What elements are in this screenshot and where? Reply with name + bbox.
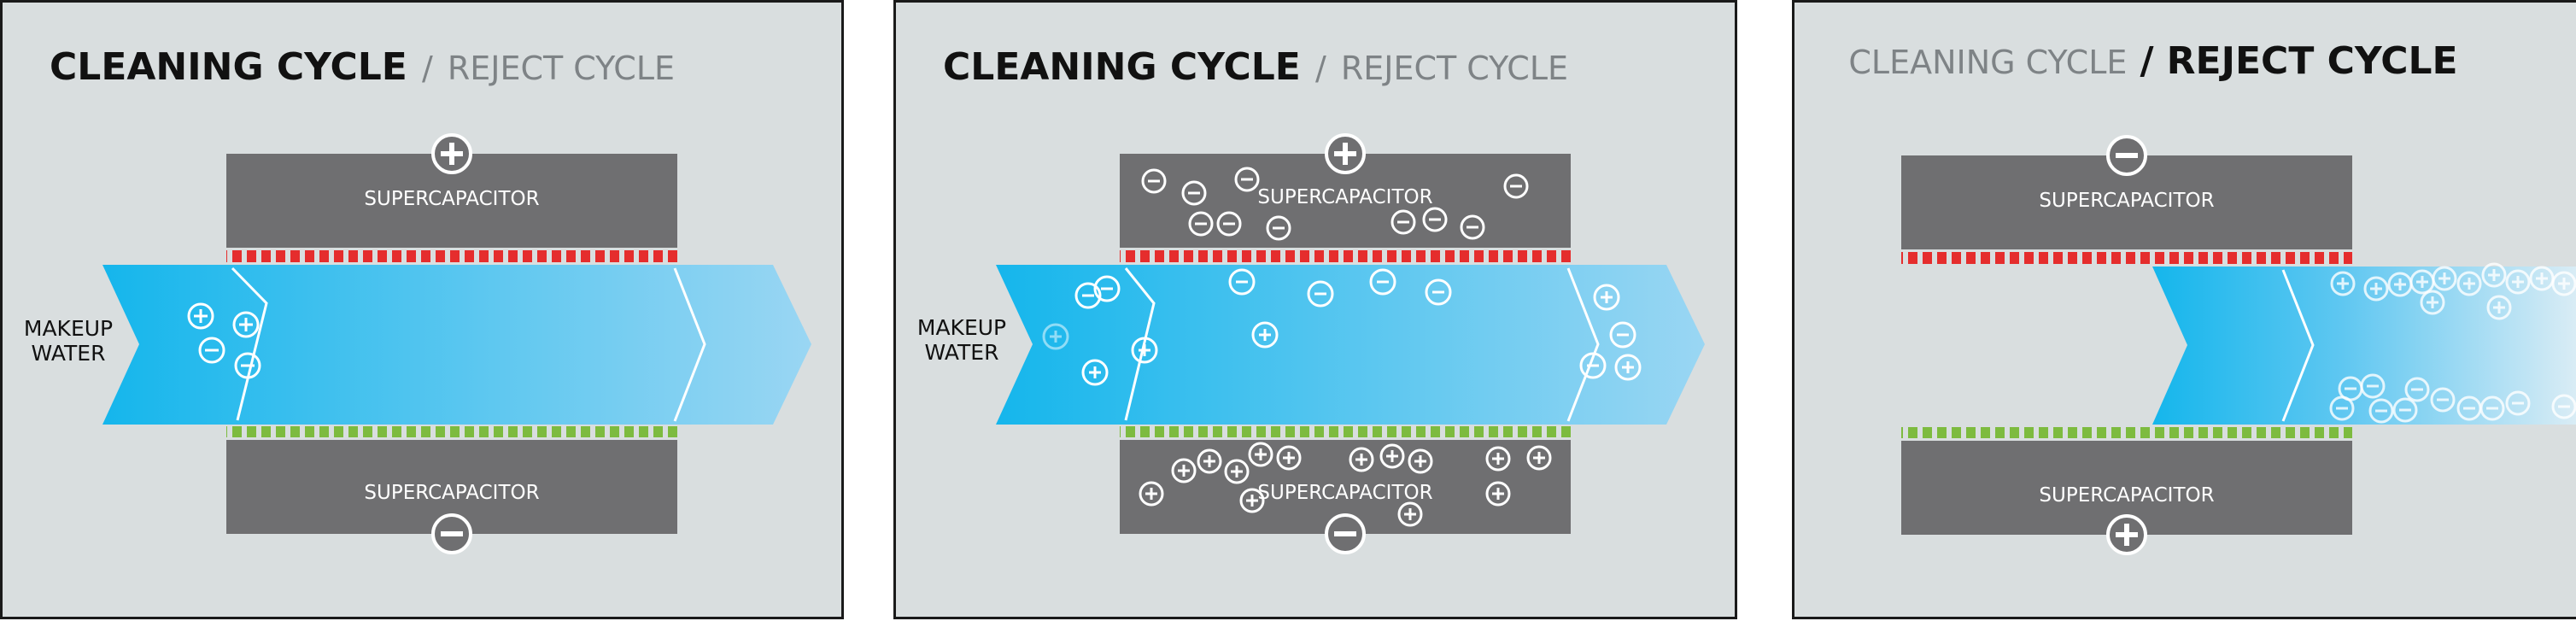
water-flow — [996, 265, 1705, 425]
ions-in-water — [1042, 268, 1642, 386]
bottom-supercapacitor-label: SUPERCAPACITOR — [364, 482, 539, 504]
top-supercapacitor-label: SUPERCAPACITOR — [1257, 186, 1432, 208]
flow-chevron — [673, 267, 706, 422]
water-flow — [102, 265, 811, 425]
green-electrode-strip — [1901, 427, 2352, 438]
water-flow — [2152, 267, 2576, 425]
flow-chevron — [1566, 267, 1600, 422]
inlet-label-line-2: WATER — [32, 341, 106, 366]
flow-front — [1124, 267, 1156, 421]
flow-front — [231, 267, 268, 421]
bottom-supercapacitor-label: SUPERCAPACITOR — [1257, 482, 1432, 504]
plus-icon — [2106, 514, 2147, 555]
inlet-label-line-2: WATER — [925, 340, 999, 365]
panel-title: CLEANING CYCLE / REJECT CYCLE — [50, 45, 675, 89]
ion-cluster — [187, 302, 261, 379]
cleaning-cycle-diagram: CLEANING CYCLE / REJECT CYCLE SUPERCAPAC… — [0, 0, 844, 619]
adsorbed-anions — [1141, 167, 1529, 241]
reject-cycle-diagram: CLEANING CYCLE / REJECT CYCLE SUPERCAPAC… — [1792, 0, 2576, 619]
rejected-ions — [2329, 262, 2576, 424]
minus-icon — [2106, 135, 2147, 176]
green-electrode-strip — [226, 426, 677, 437]
minus-icon — [431, 513, 472, 554]
inlet-label-line-1: MAKEUP — [917, 315, 1006, 340]
minus-icon — [1325, 513, 1366, 554]
plus-icon — [1325, 133, 1366, 174]
panel-title: CLEANING CYCLE / REJECT CYCLE — [1848, 39, 2457, 83]
bottom-supercapacitor-label: SUPERCAPACITOR — [2039, 484, 2214, 507]
panel-title: CLEANING CYCLE / REJECT CYCLE — [943, 45, 1568, 89]
red-electrode-strip — [226, 250, 677, 262]
reject-cycle-panel: CLEANING CYCLE / REJECT CYCLE SUPERCAPAC… — [1792, 0, 2576, 621]
flow-chevron — [2281, 269, 2315, 422]
cleaning-cycle-adsorption-diagram: CLEANING CYCLE / REJECT CYCLE SUPERCAPAC… — [893, 0, 1737, 619]
green-electrode-strip — [1120, 426, 1571, 437]
inlet-label-line-1: MAKEUP — [24, 316, 113, 341]
cleaning-cycle-adsorption-panel: CLEANING CYCLE / REJECT CYCLE SUPERCAPAC… — [893, 0, 1737, 621]
red-electrode-strip — [1901, 252, 2352, 264]
top-supercapacitor-label: SUPERCAPACITOR — [2039, 190, 2214, 212]
plus-icon — [431, 133, 472, 174]
top-supercapacitor-label: SUPERCAPACITOR — [364, 188, 539, 210]
red-electrode-strip — [1120, 250, 1571, 262]
cleaning-cycle-panel: CLEANING CYCLE / REJECT CYCLE SUPERCAPAC… — [0, 0, 844, 621]
adsorbed-cations — [1139, 442, 1552, 527]
